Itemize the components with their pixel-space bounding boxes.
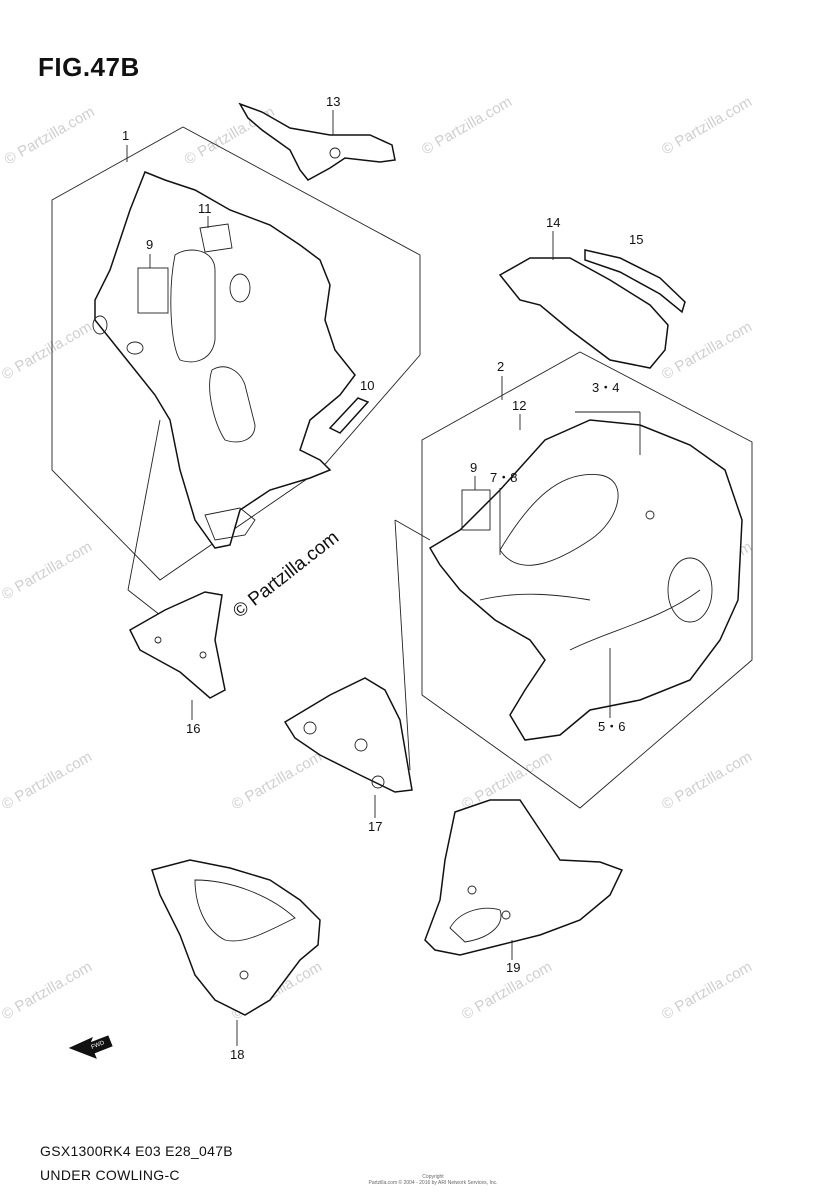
mount-hole	[501, 910, 511, 920]
connector-line	[127, 419, 161, 591]
cowling-hole	[92, 315, 108, 335]
callout-17: 17	[368, 819, 382, 834]
cowling-opening-lower	[209, 366, 256, 443]
connector-line	[394, 519, 411, 771]
main-watermark: © Partzilla.com	[229, 527, 343, 622]
duct-part-14	[498, 257, 669, 369]
cowling-vent	[667, 557, 713, 623]
cowling-recess	[449, 907, 502, 943]
group-box-2	[421, 351, 753, 809]
watermark: © Partzilla.com	[419, 93, 515, 158]
fwd-arrow-icon: FWD	[68, 1035, 113, 1059]
callout-18: 18	[230, 1047, 244, 1062]
cowling-bracket	[204, 507, 256, 541]
fwd-label: FWD	[91, 1040, 107, 1051]
trim-part-15	[584, 249, 686, 314]
callout-5-6: 5・6	[598, 719, 625, 734]
watermark: © Partzilla.com	[0, 748, 95, 813]
callout-10: 10	[360, 378, 374, 393]
bracket-part-13	[238, 102, 396, 181]
under-cowling-part-18	[151, 859, 321, 1016]
cowling-opening-upper	[170, 249, 216, 363]
callout-15: 15	[629, 232, 643, 247]
watermark: © Partzilla.com	[659, 748, 755, 813]
watermark: © Partzilla.com	[229, 748, 325, 813]
connector-line	[127, 589, 161, 616]
callout-12: 12	[512, 398, 526, 413]
cowling-hole	[126, 341, 144, 355]
callout-7-8: 7・8	[490, 470, 517, 485]
watermark: © Partzilla.com	[659, 93, 755, 158]
callout-9: 9	[146, 237, 153, 252]
cowling-graphic	[499, 474, 619, 566]
copyright-line-1: Copyright	[422, 1174, 444, 1180]
panel-part-17	[283, 677, 413, 793]
panel-part-16	[129, 591, 226, 699]
inner-cowling-part	[94, 171, 356, 549]
watermark: © Partzilla.com	[0, 318, 95, 383]
mount-hole	[303, 721, 317, 735]
callout-19: 19	[506, 960, 520, 975]
watermark: © Partzilla.com	[659, 318, 755, 383]
mount-hole	[329, 147, 341, 159]
watermark: © Partzilla.com	[0, 958, 95, 1023]
watermark: © Partzilla.com	[0, 538, 95, 603]
mount-hole	[199, 651, 207, 659]
callout-1: 1	[122, 128, 129, 143]
mount-hole	[239, 970, 249, 980]
callout-13: 13	[326, 94, 340, 109]
figure-title: FIG.47B	[38, 52, 140, 82]
label-part-9b	[461, 489, 491, 531]
figure-code: GSX1300RK4 E03 E28_047B	[40, 1143, 233, 1159]
callout-2: 2	[497, 359, 504, 374]
figure-name: UNDER COWLING-C	[40, 1167, 180, 1183]
copyright-line-2: Partzilla.com © 2004 - 2016 by ARI Netwo…	[368, 1180, 498, 1186]
mount-hole	[354, 738, 368, 752]
callout-3-4: 3・4	[592, 380, 619, 395]
mount-hole	[154, 636, 162, 644]
label-part-9	[137, 267, 169, 314]
callout-11: 11	[198, 201, 212, 216]
cowling-stripe	[569, 589, 701, 651]
block-part-10	[328, 397, 370, 434]
watermark: © Partzilla.com	[659, 958, 755, 1023]
mount-hole	[645, 510, 655, 520]
callout-16: 16	[186, 721, 200, 736]
mount-hole	[371, 775, 385, 789]
side-cowling-part	[428, 419, 743, 741]
watermark: © Partzilla.com	[2, 103, 98, 168]
cowling-stripe	[479, 593, 591, 601]
callout-9b: 9	[470, 460, 477, 475]
connector-line	[394, 519, 431, 541]
under-cowling-part-19	[424, 799, 624, 956]
callout-14: 14	[546, 215, 560, 230]
copyright-notice: Copyright Partzilla.com © 2004 - 2016 by…	[358, 1174, 508, 1186]
label-part-11	[199, 223, 233, 253]
cowling-hole	[229, 273, 251, 303]
mount-hole	[467, 885, 477, 895]
cowling-recess	[194, 879, 296, 942]
group-box-1	[51, 126, 421, 581]
